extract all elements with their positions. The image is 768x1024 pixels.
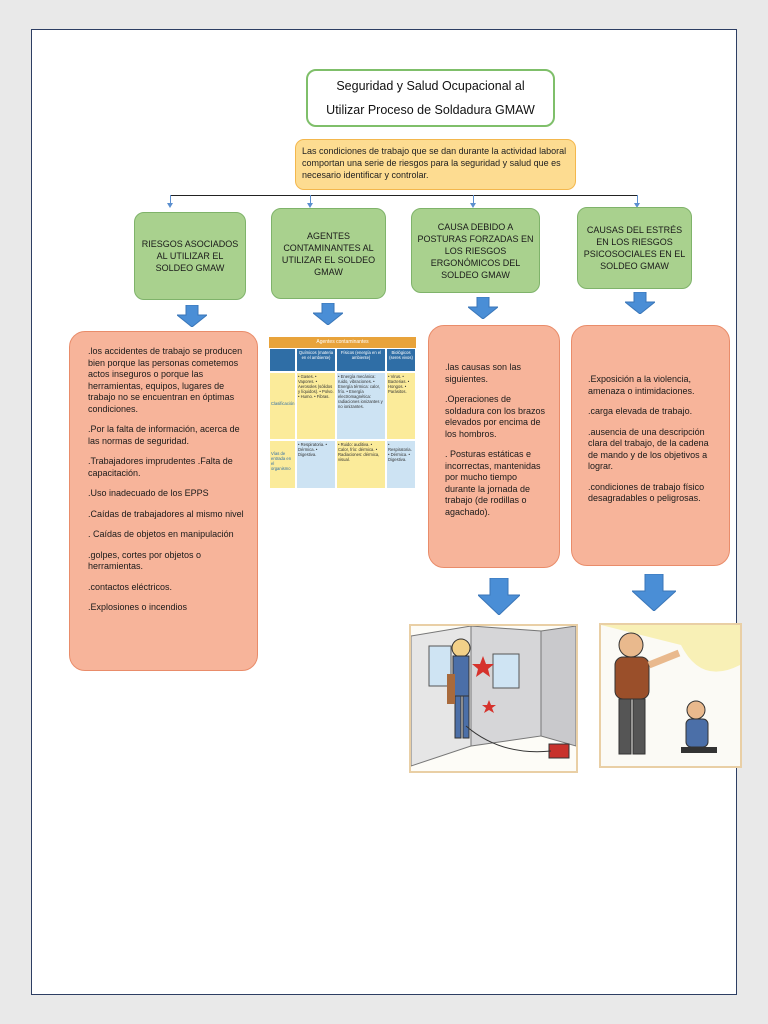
arrow-down-icon	[478, 578, 520, 615]
riesgo-item: .Explosiones o incendios	[88, 602, 188, 612]
estres-item: .carga elevada de trabajo.	[588, 406, 693, 416]
connector-tick-4	[637, 195, 638, 205]
category-estres: CAUSAS DEL ESTRÉS EN LOS RIESGOS PSICOSO…	[577, 207, 692, 289]
category-agentes: AGENTES CONTAMINANTES AL UTILIZAR EL SOL…	[271, 208, 386, 299]
table-corner	[269, 348, 296, 372]
estres-item: .Exposición a la violencia, amenaza o in…	[588, 374, 695, 396]
table-row-label: Clasificación	[269, 372, 296, 440]
diagram-title: Seguridad y Salud Ocupacional al Utiliza…	[306, 69, 555, 127]
riesgo-item: .golpes, cortes por objetos o herramient…	[88, 549, 202, 572]
riesgo-item: .Trabajadores imprudentes .Falta de capa…	[88, 456, 233, 478]
riesgos-list: .los accidentes de trabajo se producen b…	[69, 331, 258, 671]
table-cell: • Gases. • Vapores. • Aerosoles (sólidos…	[296, 372, 336, 440]
title-line-1: Seguridad y Salud Ocupacional al	[336, 79, 525, 93]
riesgo-item: .Por la falta de información, acerca de …	[88, 424, 240, 446]
arrow-down-icon	[468, 297, 498, 319]
table-col-header: Biológicos (seres vivos)	[386, 348, 416, 372]
estres-item: .condiciones de trabajo físico desagrada…	[588, 481, 705, 504]
category-riesgos: RIESGOS ASOCIADOS AL UTILIZAR EL SOLDEO …	[134, 212, 246, 300]
estres-item: .ausencia de una descripción clara del t…	[588, 426, 709, 472]
intro-box: Las condiciones de trabajo que se dan du…	[295, 139, 576, 190]
table-col-header: Químicos (materia en el ambiente)	[296, 348, 336, 372]
riesgo-item: .Caídas de trabajadores al mismo nivel	[88, 508, 244, 519]
connector-tick-3	[473, 195, 474, 205]
welder-drawing	[410, 625, 577, 771]
table-cell: • Energía mecánica: ruido, vibraciones. …	[336, 372, 386, 440]
arrow-down-icon	[625, 292, 655, 314]
table-cell: • Respiratoria. • Dérmica. • Digestiva.	[296, 440, 336, 489]
welder-posture-illustration	[409, 624, 578, 773]
table-title: Agentes contaminantes	[269, 337, 416, 348]
posturas-list: .las causas son las siguientes. .Operaci…	[428, 325, 560, 568]
connector-tick-1	[170, 195, 171, 205]
agentes-table: Agentes contaminantes Químicos (materia …	[269, 337, 416, 489]
connector-tick-2	[310, 195, 311, 205]
riesgo-item: . Caídas de objetos en manipulación	[88, 529, 234, 539]
title-line-2: Utilizar Proceso de Soldadura GMAW	[326, 103, 535, 117]
arrow-down-icon	[313, 303, 343, 325]
riesgo-item: .contactos eléctricos.	[88, 581, 173, 592]
table-cell: • Respiratoria. • Dérmica. • Digestiva.	[386, 440, 416, 489]
connector-head-1	[167, 203, 173, 208]
stress-illustration	[599, 623, 742, 768]
connector-head-3	[470, 203, 476, 208]
stress-drawing	[601, 625, 740, 766]
connector-line	[170, 195, 637, 196]
table-row-label: Vías de entrada en el organismo	[269, 440, 296, 489]
table-cell: • Virus. • Bacterias. • Hongos. • Parási…	[386, 372, 416, 440]
riesgo-item: .Uso inadecuado de los EPPS	[88, 488, 209, 498]
postura-item: . Posturas estáticas e incorrectas, mant…	[445, 449, 541, 517]
connector-head-2	[307, 203, 313, 208]
postura-item: .Operaciones de soldadura con los brazos…	[445, 394, 546, 439]
category-posturas: CAUSA DEBIDO A POSTURAS FORZADAS EN LOS …	[411, 208, 540, 293]
connector-head-4	[634, 203, 640, 208]
riesgo-item: .los accidentes de trabajo se producen b…	[88, 346, 243, 414]
table-cell: • Ruido: auditiva. • Calor, frío: dérmic…	[336, 440, 386, 489]
arrow-down-icon	[632, 574, 676, 611]
table-col-header: Físicos (energía en el ambiente)	[336, 348, 386, 372]
arrow-down-icon	[177, 305, 207, 327]
postura-item: .las causas son las siguientes.	[445, 362, 522, 384]
estres-list: .Exposición a la violencia, amenaza o in…	[571, 325, 730, 566]
